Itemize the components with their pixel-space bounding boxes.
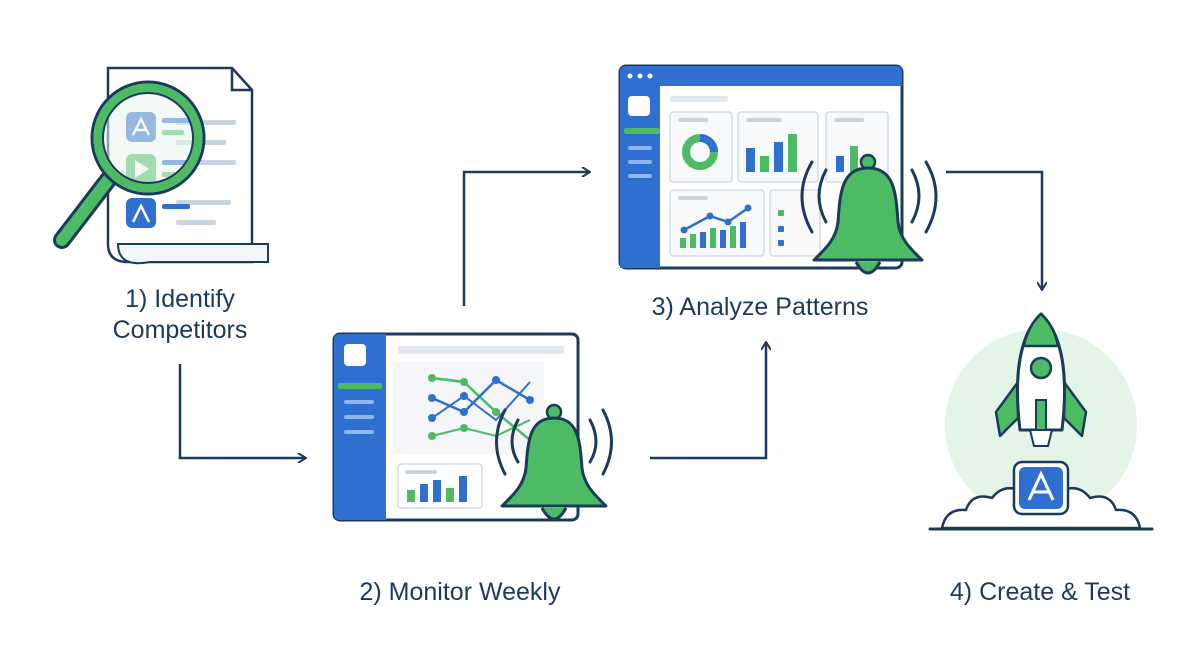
bell-icon [495, 403, 613, 521]
step2-illustration [332, 332, 613, 522]
app-store-icon [1012, 460, 1070, 516]
step-1-label-line2: Competitors [112, 316, 248, 344]
magnifying-glass-icon [53, 80, 206, 249]
line-chart-icon [678, 196, 784, 248]
step3-illustration [618, 64, 938, 275]
step-4-label: 4) Create & Test [949, 578, 1131, 606]
step-2-label: 2) Monitor Weekly [359, 578, 561, 606]
bell-icon [800, 153, 938, 275]
arrow-2-to-3 [462, 172, 590, 306]
app-icon [126, 198, 156, 228]
bar-chart-icon [746, 118, 864, 172]
rocket-icon [994, 312, 1088, 447]
dashboard-window-icon [332, 332, 580, 522]
bar-chart-icon [397, 463, 483, 509]
donut-chart-icon [678, 118, 718, 170]
arrow-2b-to-3 [650, 342, 766, 460]
arrow-3-to-4 [946, 170, 1042, 290]
step-1-label-line1: 1) Identify [125, 285, 235, 313]
step-3-label: 3) Analyze Patterns [651, 293, 869, 321]
step4-illustration [928, 312, 1154, 531]
arrow-1-to-2 [178, 364, 306, 458]
step-1-label: 1) Identify Competitors [60, 284, 300, 346]
step1-illustration [53, 66, 269, 265]
